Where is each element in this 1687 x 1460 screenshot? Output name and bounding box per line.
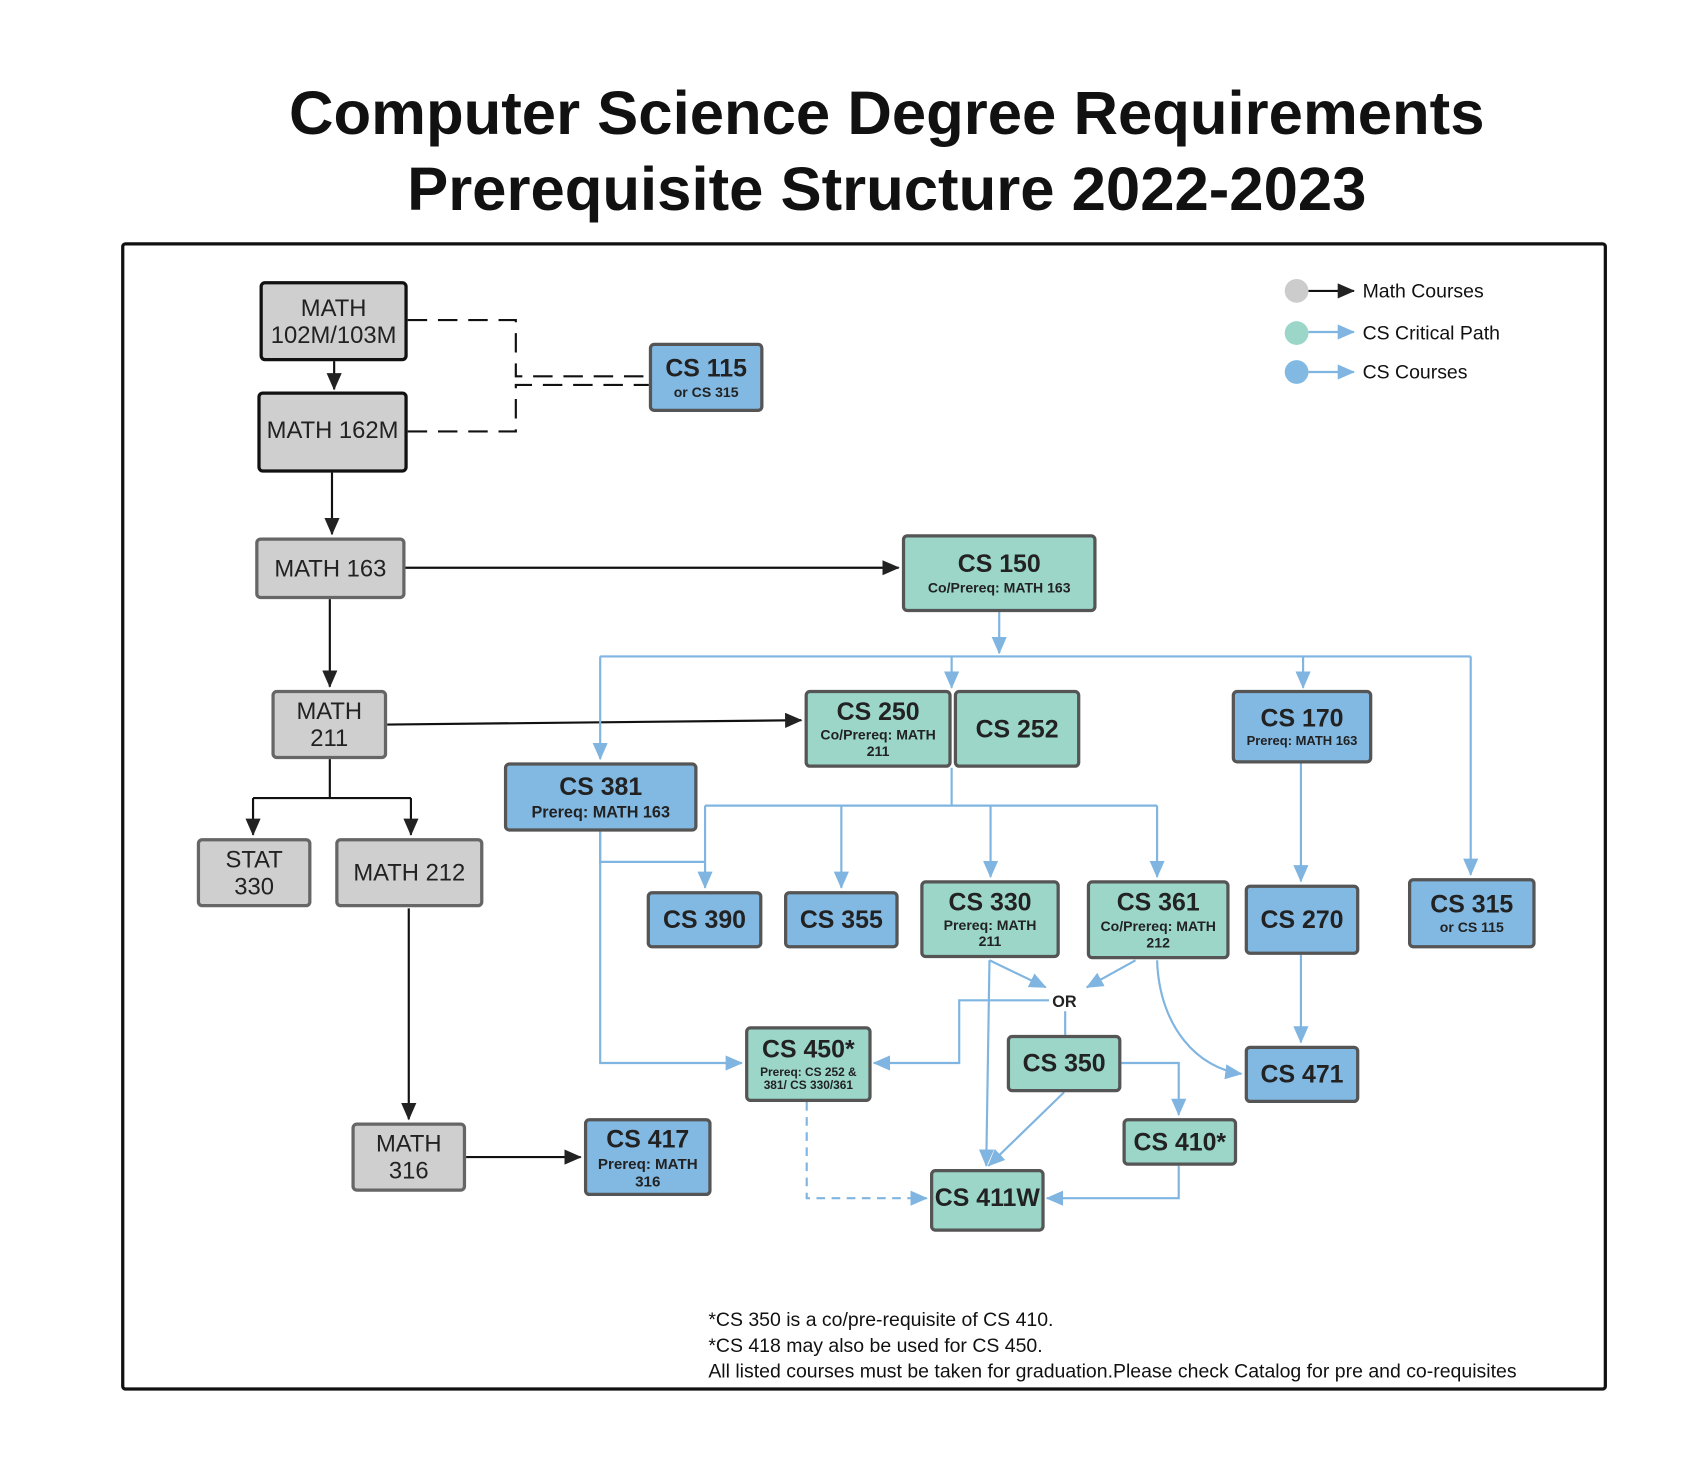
node-title: CS 150 <box>957 549 1041 578</box>
node-title: CS 410* <box>1133 1127 1227 1156</box>
legend-critical: CS Critical Path <box>1284 321 1500 345</box>
node-math-102m-103m[interactable]: MATH 102M/103M <box>259 281 408 362</box>
edge-cs381-cs390 <box>599 831 706 863</box>
node-title: CS 330 <box>948 887 1032 916</box>
node-title: MATH 316 <box>375 1129 442 1185</box>
edge-math102-cs115-dashed <box>407 319 649 378</box>
node-title: CS 315 <box>1430 889 1514 918</box>
footnote-3: All listed courses must be taken for gra… <box>708 1360 1517 1383</box>
node-math-211[interactable]: MATH 211 <box>271 689 388 760</box>
or-label: OR <box>1048 992 1080 1012</box>
node-cs-471[interactable]: CS 471 <box>1244 1045 1360 1104</box>
node-math-162m[interactable]: MATH 162M <box>257 391 408 473</box>
node-subtitle: Prereq: MATH 211 <box>943 917 1037 950</box>
legend-cs: CS Courses <box>1284 360 1468 384</box>
node-title: MATH 212 <box>353 858 466 886</box>
edge-cs450-cs411-dashed <box>805 1101 928 1206</box>
legend-cs-dot-icon <box>1284 360 1309 384</box>
node-title: CS 471 <box>1260 1060 1344 1089</box>
legend-critical-dot-icon <box>1284 321 1309 345</box>
node-cs-450[interactable]: CS 450*Prereq: CS 252 & 381/ CS 330/361 <box>745 1026 872 1102</box>
legend-critical-label: CS Critical Path <box>1362 321 1500 344</box>
node-subtitle: or CS 315 <box>673 383 739 400</box>
node-subtitle: Prereq: MATH 316 <box>597 1155 698 1190</box>
node-title: CS 361 <box>1116 888 1200 917</box>
edge-cs350-cs410 <box>1121 1061 1187 1117</box>
edge-cs350-cs411 <box>987 1091 1065 1167</box>
legend-cs-label: CS Courses <box>1362 360 1468 383</box>
edge-cs250-bus <box>705 767 1158 807</box>
node-title: MATH 211 <box>296 697 363 752</box>
diagram-frame <box>121 242 1607 1391</box>
node-cs-350[interactable]: CS 350 <box>1006 1034 1122 1093</box>
node-subtitle: Co/Prereq: MATH 211 <box>820 727 936 760</box>
node-subtitle: Prereq: MATH 163 <box>531 803 670 822</box>
edge-cs381-cs450 <box>599 831 743 1071</box>
edge-math211-split <box>253 759 411 800</box>
node-subtitle: or CS 115 <box>1439 919 1504 936</box>
footnote-1: *CS 350 is a co/pre-requisite of CS 410. <box>708 1308 1054 1331</box>
edge-cs330-cs411 <box>978 960 995 1167</box>
node-cs-270[interactable]: CS 270 <box>1244 884 1360 955</box>
node-title: CS 170 <box>1260 703 1344 732</box>
legend-math-dot-icon <box>1284 279 1309 303</box>
title-line-1: Computer Science Degree Requirements <box>288 78 1485 149</box>
edge-math162-cs115-dashed <box>407 383 649 433</box>
footnote-2: *CS 418 may also be used for CS 450. <box>708 1334 1043 1357</box>
node-cs-252[interactable]: CS 252 <box>953 689 1081 768</box>
footnotes: *CS 350 is a co/pre-requisite of CS 410.… <box>708 1306 1516 1384</box>
node-stat-330[interactable]: STAT 330 <box>196 838 312 908</box>
node-math-212[interactable]: MATH 212 <box>335 838 484 908</box>
node-cs-411w[interactable]: CS 411W <box>930 1168 1045 1232</box>
node-title: CS 115 <box>665 353 747 383</box>
legend-math-label: Math Courses <box>1362 279 1484 302</box>
node-math-163[interactable]: MATH 163 <box>255 537 406 600</box>
node-title: CS 417 <box>606 1124 690 1153</box>
node-title: CS 252 <box>975 714 1059 743</box>
edge-cs410-cs411 <box>1045 1165 1180 1206</box>
node-cs-410[interactable]: CS 410* <box>1122 1118 1238 1166</box>
node-title: CS 270 <box>1260 905 1344 934</box>
node-subtitle: Prereq: MATH 163 <box>1246 733 1358 749</box>
title-line-2: Prerequisite Structure 2022-2023 <box>407 154 1367 224</box>
node-title: MATH 162M <box>266 416 399 444</box>
node-title: CS 381 <box>559 772 643 801</box>
node-math-316[interactable]: MATH 316 <box>351 1122 467 1192</box>
node-title: CS 450* <box>762 1035 855 1064</box>
edge-cs361-cs471 <box>1156 960 1243 1080</box>
node-title: CS 350 <box>1022 1048 1106 1078</box>
node-title: MATH 102M/103M <box>270 293 397 349</box>
node-cs-355[interactable]: CS 355 <box>784 891 899 949</box>
node-subtitle: Co/Prereq: MATH 163 <box>927 579 1071 596</box>
node-title: CS 250 <box>836 697 920 726</box>
edge-or-cs450 <box>872 999 1052 1071</box>
edge-math211-cs250 <box>387 712 803 728</box>
node-title: STAT 330 <box>225 845 283 900</box>
edge-cs361-or <box>1085 959 1136 989</box>
node-cs-390[interactable]: CS 390 <box>646 891 763 949</box>
node-title: CS 390 <box>663 905 747 934</box>
node-title: MATH 163 <box>274 554 387 582</box>
node-subtitle: Prereq: CS 252 & 381/ CS 330/361 <box>760 1065 857 1093</box>
node-title: CS 411W <box>934 1183 1040 1212</box>
legend-math: Math Courses <box>1284 279 1484 303</box>
edge-cs330-or <box>989 959 1047 989</box>
node-subtitle: Co/Prereq: MATH 212 <box>1100 917 1216 951</box>
node-title: CS 355 <box>799 905 883 934</box>
